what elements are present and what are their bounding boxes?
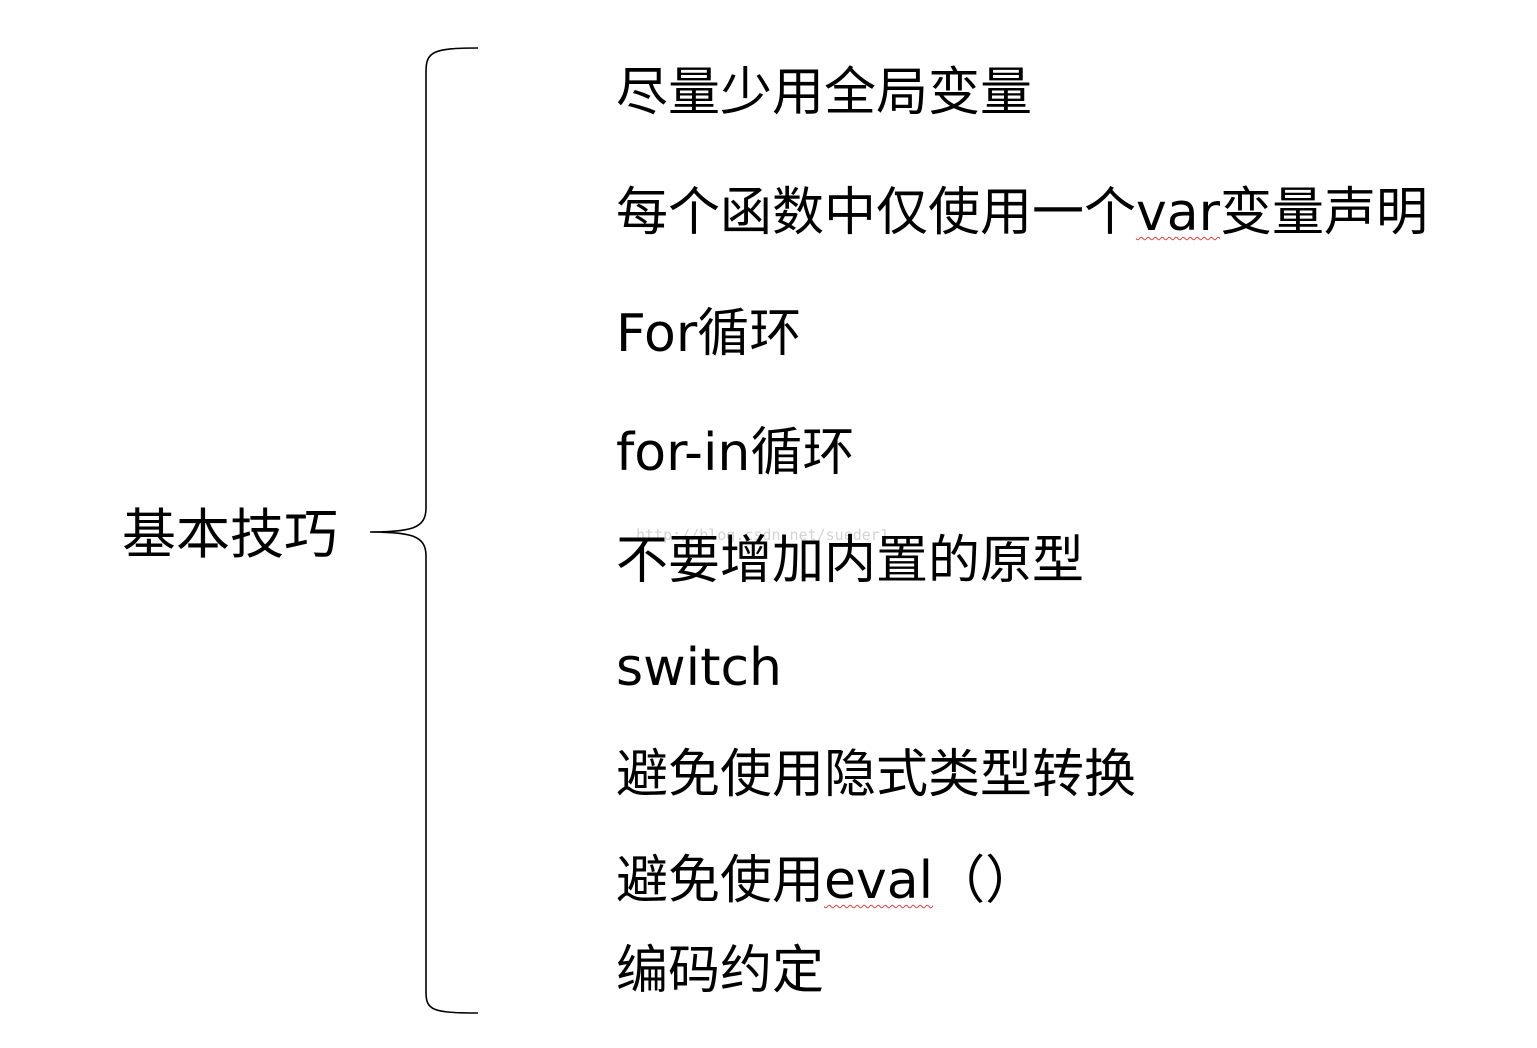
branch-item-avoid-eval: 避免使用eval（） — [616, 848, 1037, 914]
branch-item-builtin-prototype: 不要增加内置的原型 — [616, 531, 1085, 591]
branch-item-for-loop: For循环 — [616, 304, 802, 364]
branch-item-avoid-eval-prefix: 避免使用 — [616, 851, 825, 911]
branch-item-for-in-loop: for-in循环 — [616, 423, 855, 483]
branch-item-coding-conventions: 编码约定 — [616, 941, 825, 1001]
branch-item-single-var: 每个函数中仅使用一个var变量声明 — [616, 180, 1428, 246]
branch-item-avoid-eval-suffix: （） — [933, 851, 1038, 911]
branch-item-single-var-suffix: 变量声明 — [1220, 183, 1429, 243]
branch-item-implicit-conversion: 避免使用隐式类型转换 — [616, 745, 1137, 805]
branch-item-switch: switch — [616, 638, 783, 698]
spellcheck-flagged-eval: eval — [824, 851, 934, 911]
spellcheck-flagged-var: var — [1136, 183, 1221, 243]
root-topic-label: 基本技巧 — [122, 503, 338, 566]
branch-item-global-vars: 尽量少用全局变量 — [616, 63, 1033, 123]
branch-item-single-var-prefix: 每个函数中仅使用一个 — [616, 183, 1137, 243]
watermark-url: http://blog.csdn.net/sueder1 — [636, 526, 889, 544]
